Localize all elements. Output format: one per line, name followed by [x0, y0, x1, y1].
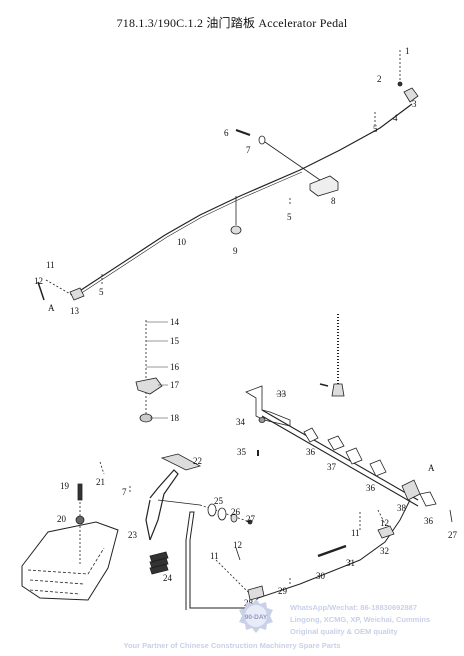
callout-24: 24 [163, 573, 173, 583]
callout-18: 18 [170, 413, 180, 423]
lever-33 [245, 385, 291, 427]
watermark-slogan: Your Partner of Chinese Construction Mac… [123, 641, 341, 650]
callout-7: 7 [246, 145, 251, 155]
callout-27b: 27 [448, 530, 458, 540]
callout-16: 16 [170, 362, 180, 372]
callout-27: 27 [246, 514, 256, 524]
callout-37: 37 [327, 462, 337, 472]
plate-17 [135, 377, 163, 395]
callout-10: 10 [177, 237, 187, 247]
callout-34: 34 [236, 417, 246, 427]
spring-24 [149, 551, 169, 575]
pedal-arm-23 [149, 469, 179, 541]
callout-36: 36 [306, 447, 316, 457]
callout-3: 3 [412, 99, 417, 109]
warranty-badge-icon: 90-DAY [239, 599, 273, 633]
callout-32: 32 [380, 546, 389, 556]
callout-9: 9 [233, 246, 238, 256]
callout-5c: 5 [99, 287, 104, 297]
callout-13: 13 [70, 306, 80, 316]
callout-5b: 5 [287, 212, 292, 222]
callout-35: 35 [237, 447, 247, 457]
diagram-title: 718.1.3/190C.1.2 油门踏板 Accelerator Pedal [116, 16, 348, 30]
callout-11b: 11 [210, 551, 219, 561]
callout-A-lower: A [428, 463, 435, 473]
callout-11c: 11 [351, 528, 360, 538]
callout-23: 23 [128, 530, 138, 540]
watermark-quality: Original quality & OEM quality [290, 627, 398, 636]
callout-15: 15 [170, 336, 180, 346]
callout-4: 4 [393, 113, 398, 123]
watermark-brands: Lingong, XCMG, XP, Weichai, Cummins [290, 615, 431, 624]
callout-17: 17 [170, 380, 180, 390]
rod-end-fitting [403, 87, 419, 103]
rod-end-13 [69, 287, 85, 301]
watermark-contact: WhatsApp/Wechat: 86-18830692887 [290, 603, 418, 612]
callout-21: 21 [96, 477, 105, 487]
callout-19: 19 [60, 481, 70, 491]
callout-7b: 7 [122, 487, 127, 497]
pedal-pad-22 [160, 453, 202, 471]
grommet-9 [230, 225, 242, 235]
callout-33: 33 [277, 389, 287, 399]
callout-31: 31 [346, 558, 355, 568]
callout-A-upper: A [48, 303, 55, 313]
callout-2: 2 [377, 74, 382, 84]
callout-25: 25 [214, 496, 224, 506]
callout-11: 11 [46, 260, 55, 270]
callout-22: 22 [193, 456, 202, 466]
callout-6: 6 [224, 128, 229, 138]
callout-12: 12 [34, 276, 43, 286]
callout-8: 8 [331, 196, 336, 206]
cable-rod-upper [77, 103, 413, 293]
badge-text: 90-DAY [245, 614, 268, 621]
callout-20: 20 [57, 514, 67, 524]
callout-30: 30 [316, 571, 326, 581]
callout-5: 5 [373, 124, 378, 134]
callout-1: 1 [405, 46, 410, 56]
bracket-8 [309, 175, 339, 197]
callout-36c: 36 [424, 516, 434, 526]
callout-12c: 12 [380, 518, 389, 528]
callout-12b: 12 [233, 540, 242, 550]
callout-29: 29 [278, 586, 288, 596]
callout-36b: 36 [366, 483, 376, 493]
callout-14: 14 [170, 317, 180, 327]
floor-panel [21, 521, 119, 601]
callout-26: 26 [231, 507, 241, 517]
cross-shaft [261, 409, 419, 501]
callout-38: 38 [397, 503, 407, 513]
